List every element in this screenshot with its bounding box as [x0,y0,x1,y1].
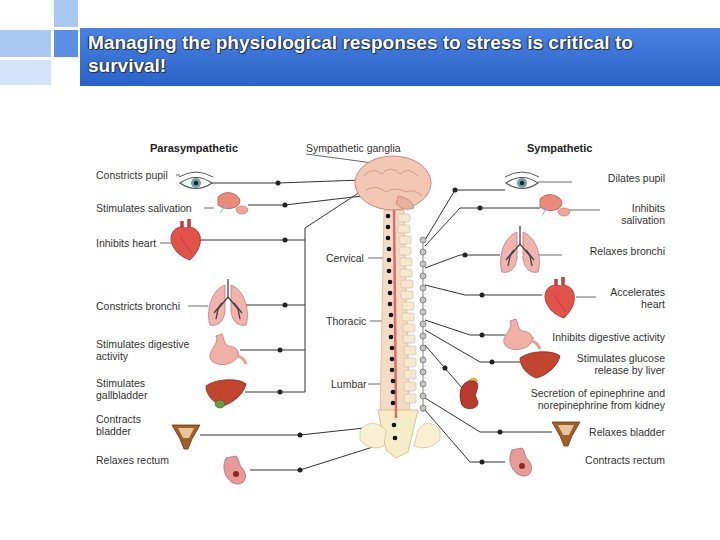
bladder-icon [172,425,200,449]
region-label: Thoracic [326,315,386,327]
brain [355,156,431,210]
bladder-icon [552,422,580,446]
effect-label: Constricts pupil [96,169,186,181]
section-heading: Sympathetic [527,142,617,154]
nerve-line [425,398,552,432]
stomach-icon [504,319,540,350]
stomach-icon [210,334,246,365]
nerve-line [425,255,500,268]
effect-label: Contracts bladder [96,413,152,437]
effect-label: Inhibits digestive activity [515,331,665,343]
header-square [0,60,51,85]
region-label: Lumbar [331,378,391,390]
ganglia-label: Sympathetic ganglia [306,142,426,154]
effect-label: Inhibits salivation [598,202,665,226]
kidney-icon [460,378,478,409]
header-square [54,30,78,57]
salivary-gland-icon [540,194,570,216]
effect-label: Relaxes bronchi [555,245,665,257]
section-heading: Parasympathetic [150,142,260,154]
spinal-column [360,208,440,458]
ganglion-dots [276,181,303,473]
effect-label: Stimulates glucose release by liver [557,352,665,376]
nerve-line [240,350,305,351]
nerve-line [425,345,462,388]
gallbladder-icon [215,400,225,408]
sympathetic-nerves [425,190,552,462]
effect-label: Stimulates salivation [96,202,208,214]
header-square [54,0,78,27]
liver-icon [520,352,560,378]
title-bar [80,28,720,86]
effect-label: Dilates pupil [565,172,665,184]
liver-icon [206,380,246,406]
effect-label: Accelerates heart [594,286,665,310]
vertebrae [398,214,416,403]
effect-label: Inhibits heart [96,237,186,249]
salivary-gland-icon [218,192,248,214]
ganglion-dots [443,188,503,465]
nerve-line [212,180,362,183]
lungs-icon [501,226,540,272]
effect-label: Stimulates gallbladder [96,377,162,401]
effect-label: Stimulates digestive activity [96,338,202,362]
effect-label: Relaxes rectum [96,454,186,466]
rectum-icon [224,456,246,484]
sympathetic-ganglia-dots [420,237,426,411]
effect-label: Secretion of epinephrine and norepinephr… [507,387,665,411]
header-square [0,30,51,57]
spinal-cord [394,208,396,418]
eye-icon [505,172,539,189]
eye-icon [179,172,213,189]
effect-label: Relaxes bladder [555,426,665,438]
pelvis [360,423,440,448]
heart-icon [545,277,574,318]
nerve-line [245,305,305,306]
nerve-line [200,240,305,241]
heart-icon [171,219,200,260]
cord-dots [386,214,398,441]
effect-label: Constricts bronchi [96,300,196,312]
nerve-line [425,320,505,335]
effect-label: Contracts rectum [555,454,665,466]
rectum-icon [510,448,532,476]
slide-title: Managing the physiological responses to … [88,31,678,77]
leader-lines [160,154,600,384]
nerve-line [245,392,305,393]
vagus-nerve [305,192,360,392]
nerve-line [248,196,362,205]
region-label: Cervical [326,252,386,264]
lungs-icon [209,279,248,325]
